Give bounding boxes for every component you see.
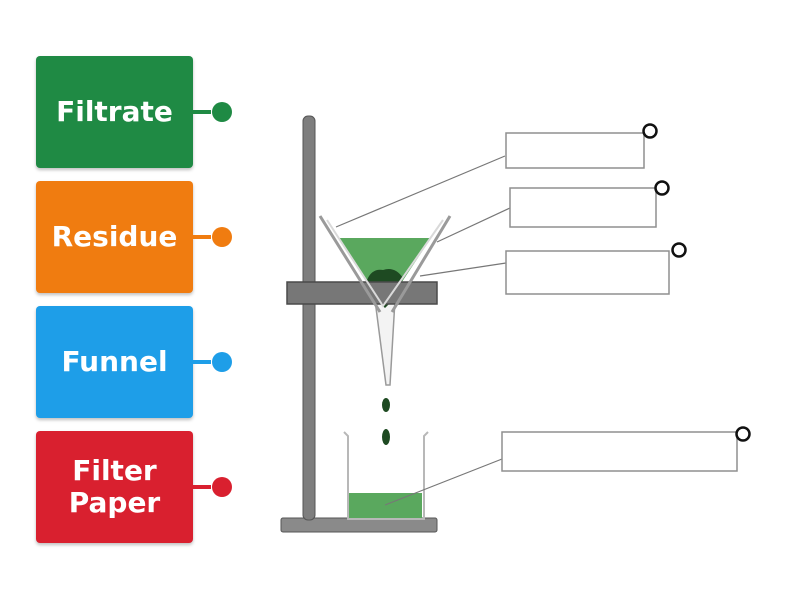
beaker-liquid: [348, 493, 422, 519]
tile-knob[interactable]: [212, 352, 232, 372]
beaker: [343, 431, 429, 520]
pointer-line: [419, 262, 507, 277]
pointer-line: [436, 207, 511, 243]
tile-filter-paper[interactable]: Filter Paper: [36, 431, 193, 543]
funnel-stem: [374, 299, 396, 386]
tile-connector: [193, 235, 211, 239]
stand-base: [280, 517, 438, 533]
drop-zone-anchor[interactable]: [735, 426, 751, 442]
pointer-line: [384, 458, 503, 506]
tile-knob[interactable]: [212, 227, 232, 247]
tile-label: Filtrate: [56, 94, 173, 128]
drop-zone-4[interactable]: [501, 431, 738, 472]
tile-label: Filter Paper: [68, 453, 161, 519]
tile-funnel[interactable]: Funnel: [36, 306, 193, 418]
drop-zone-anchor[interactable]: [654, 180, 670, 196]
tile-connector: [193, 360, 211, 364]
pointer-line: [335, 155, 506, 228]
tile-connector: [193, 485, 211, 489]
filtrate-drop: [382, 398, 390, 412]
filtrate-drop: [382, 429, 390, 445]
filter-paper: [326, 219, 444, 308]
drop-zone-anchor[interactable]: [671, 242, 687, 258]
tile-label: Funnel: [61, 344, 168, 378]
drop-zone-anchor[interactable]: [642, 123, 658, 139]
funnel: [318, 215, 452, 313]
tile-connector: [193, 110, 211, 114]
tile-filtrate[interactable]: Filtrate: [36, 56, 193, 168]
funnel-liquid: [339, 238, 431, 300]
drop-zone-3[interactable]: [505, 250, 670, 295]
drop-zone-2[interactable]: [509, 187, 657, 228]
stand-rod: [302, 115, 316, 521]
tile-knob[interactable]: [212, 477, 232, 497]
drop-zone-1[interactable]: [505, 132, 645, 169]
tile-residue[interactable]: Residue: [36, 181, 193, 293]
tile-knob[interactable]: [212, 102, 232, 122]
tile-label: Residue: [51, 219, 178, 253]
